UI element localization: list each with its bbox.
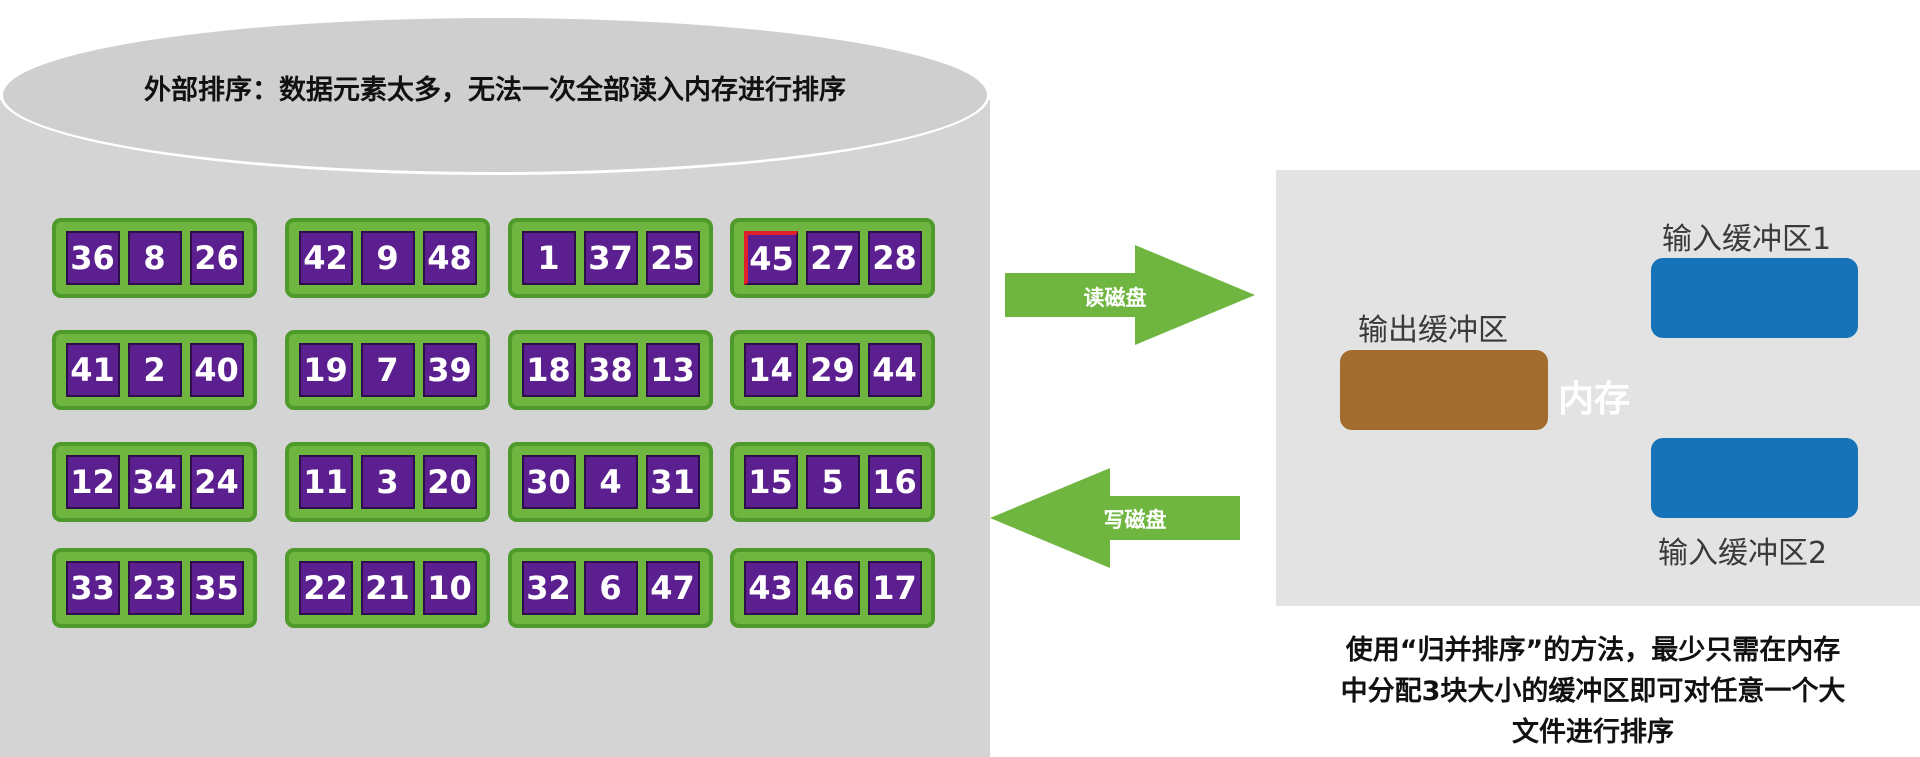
record-value: 38 (583, 343, 638, 397)
record-value: 13 (645, 343, 700, 397)
record-value: 26 (189, 231, 244, 285)
record-value: 37 (583, 231, 638, 285)
write-disk-label: 写磁盘 (1103, 508, 1167, 532)
record-value: 27 (805, 231, 860, 285)
record-value: 47 (645, 561, 700, 615)
record-value: 35 (189, 561, 244, 615)
record-value: 30 (521, 455, 576, 509)
read-disk-label: 读磁盘 (1083, 286, 1147, 310)
record-value: 18 (521, 343, 576, 397)
input-buffer-1 (1651, 258, 1858, 338)
caption-line-3: 文件进行排序 (1512, 717, 1674, 748)
record-value: 28 (867, 231, 922, 285)
record-value: 11 (298, 455, 353, 509)
read-disk-arrow (1005, 245, 1255, 345)
input-buffer-1-label: 输入缓冲区1 (1662, 222, 1832, 257)
record-value: 6 (583, 561, 638, 615)
record-value: 21 (360, 561, 415, 615)
input-buffer-2-label: 输入缓冲区2 (1658, 536, 1828, 571)
record-value: 19 (298, 343, 353, 397)
disk-cylinder-body (0, 100, 990, 757)
record-value: 1 (521, 231, 576, 285)
record-value: 12 (65, 455, 120, 509)
record-value: 4 (583, 455, 638, 509)
record-value: 41 (65, 343, 120, 397)
record-value: 40 (189, 343, 244, 397)
record-value: 32 (521, 561, 576, 615)
record-value: 42 (298, 231, 353, 285)
record-value: 24 (189, 455, 244, 509)
memory-label: 内存 (1558, 379, 1631, 420)
record-value: 20 (422, 455, 477, 509)
record-value: 46 (805, 561, 860, 615)
disk-cylinder-top (0, 15, 990, 175)
output-buffer-label: 输出缓冲区 (1358, 313, 1508, 348)
caption: 使用“归并排序”的方法，最少只需在内存 中分配3块大小的缓冲区即可对任意一个大 … (1266, 630, 1920, 753)
record-value: 29 (805, 343, 860, 397)
record-value: 15 (743, 455, 798, 509)
record-value: 23 (127, 561, 182, 615)
caption-line-1: 使用“归并排序”的方法，最少只需在内存 (1345, 635, 1841, 666)
record-value: 5 (805, 455, 860, 509)
record-value: 39 (422, 343, 477, 397)
record-value: 2 (127, 343, 182, 397)
record-value: 10 (422, 561, 477, 615)
record-value: 45 (743, 231, 798, 285)
record-value: 43 (743, 561, 798, 615)
disk-title: 外部排序：数据元素太多，无法一次全部读入内存进行排序 (144, 75, 846, 106)
record-value: 3 (360, 455, 415, 509)
record-value: 48 (422, 231, 477, 285)
record-value: 25 (645, 231, 700, 285)
record-value: 36 (65, 231, 120, 285)
write-disk-arrow (990, 468, 1240, 568)
record-value: 34 (127, 455, 182, 509)
record-value: 14 (743, 343, 798, 397)
record-value: 31 (645, 455, 700, 509)
output-buffer (1340, 350, 1548, 430)
caption-line-2: 中分配3块大小的缓冲区即可对任意一个大 (1340, 676, 1846, 707)
input-buffer-2 (1651, 438, 1858, 518)
record-value: 7 (360, 343, 415, 397)
record-value: 33 (65, 561, 120, 615)
record-value: 44 (867, 343, 922, 397)
record-value: 22 (298, 561, 353, 615)
record-value: 9 (360, 231, 415, 285)
record-value: 17 (867, 561, 922, 615)
record-value: 8 (127, 231, 182, 285)
record-value: 16 (867, 455, 922, 509)
